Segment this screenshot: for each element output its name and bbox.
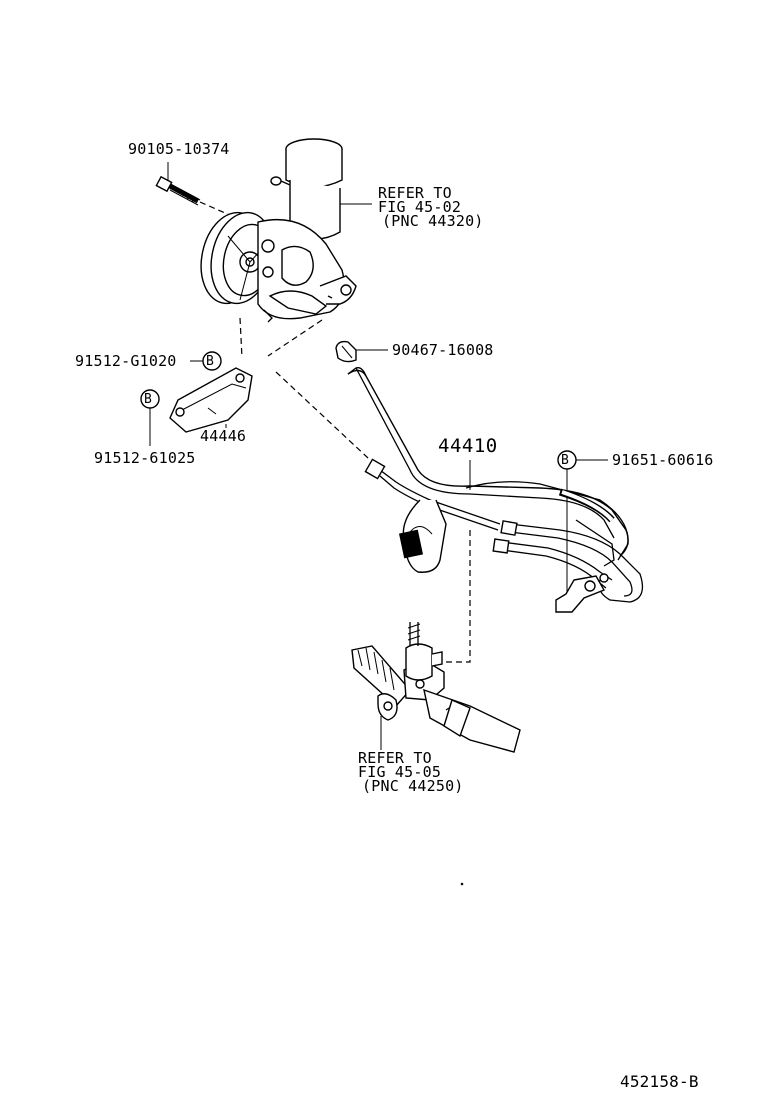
refer-gear-line1: REFER TO (358, 749, 432, 767)
callout-b-right: B (561, 453, 570, 468)
pump-bracket-dash (239, 317, 243, 359)
stray-dot (460, 882, 464, 886)
steering-gear-drawing (351, 622, 521, 753)
bolt-label: 90105-10374 (128, 140, 230, 158)
callout-b-left: B (144, 392, 153, 407)
hose-clip-label: 90467-16008 (392, 341, 494, 359)
bolt-b-bottom-label: 91512-61025 (94, 449, 196, 467)
pressure-tube-label: 44410 (438, 435, 498, 457)
callout-b-top: B (206, 354, 215, 369)
bracket-drawing (169, 367, 253, 433)
tube-to-gear-dash (446, 530, 471, 663)
bolt-b-top-label: 91512-G1020 (75, 352, 177, 370)
refer-reservoir-line2: FIG 45-02 (378, 198, 462, 216)
bolt-drawing (155, 175, 201, 206)
refer-gear-line2: FIG 45-05 (358, 763, 442, 781)
refer-gear-line3: (PNC 44250) (362, 777, 464, 795)
bolt-dash (199, 201, 233, 217)
tube-assembly-drawing (347, 367, 644, 613)
hose-clip-drawing (335, 340, 357, 363)
reservoir-drawing (270, 138, 343, 259)
pump-drawing (200, 211, 357, 323)
refer-reservoir-line1: REFER TO (378, 184, 452, 202)
bracket-label: 44446 (200, 427, 247, 445)
clamp-label: 91651-60616 (612, 451, 714, 469)
figure-id: 452158-B (620, 1072, 699, 1091)
pump-tube-dash (275, 371, 369, 459)
pump-hose-dash (267, 319, 323, 357)
refer-reservoir-line3: (PNC 44320) (382, 212, 484, 230)
